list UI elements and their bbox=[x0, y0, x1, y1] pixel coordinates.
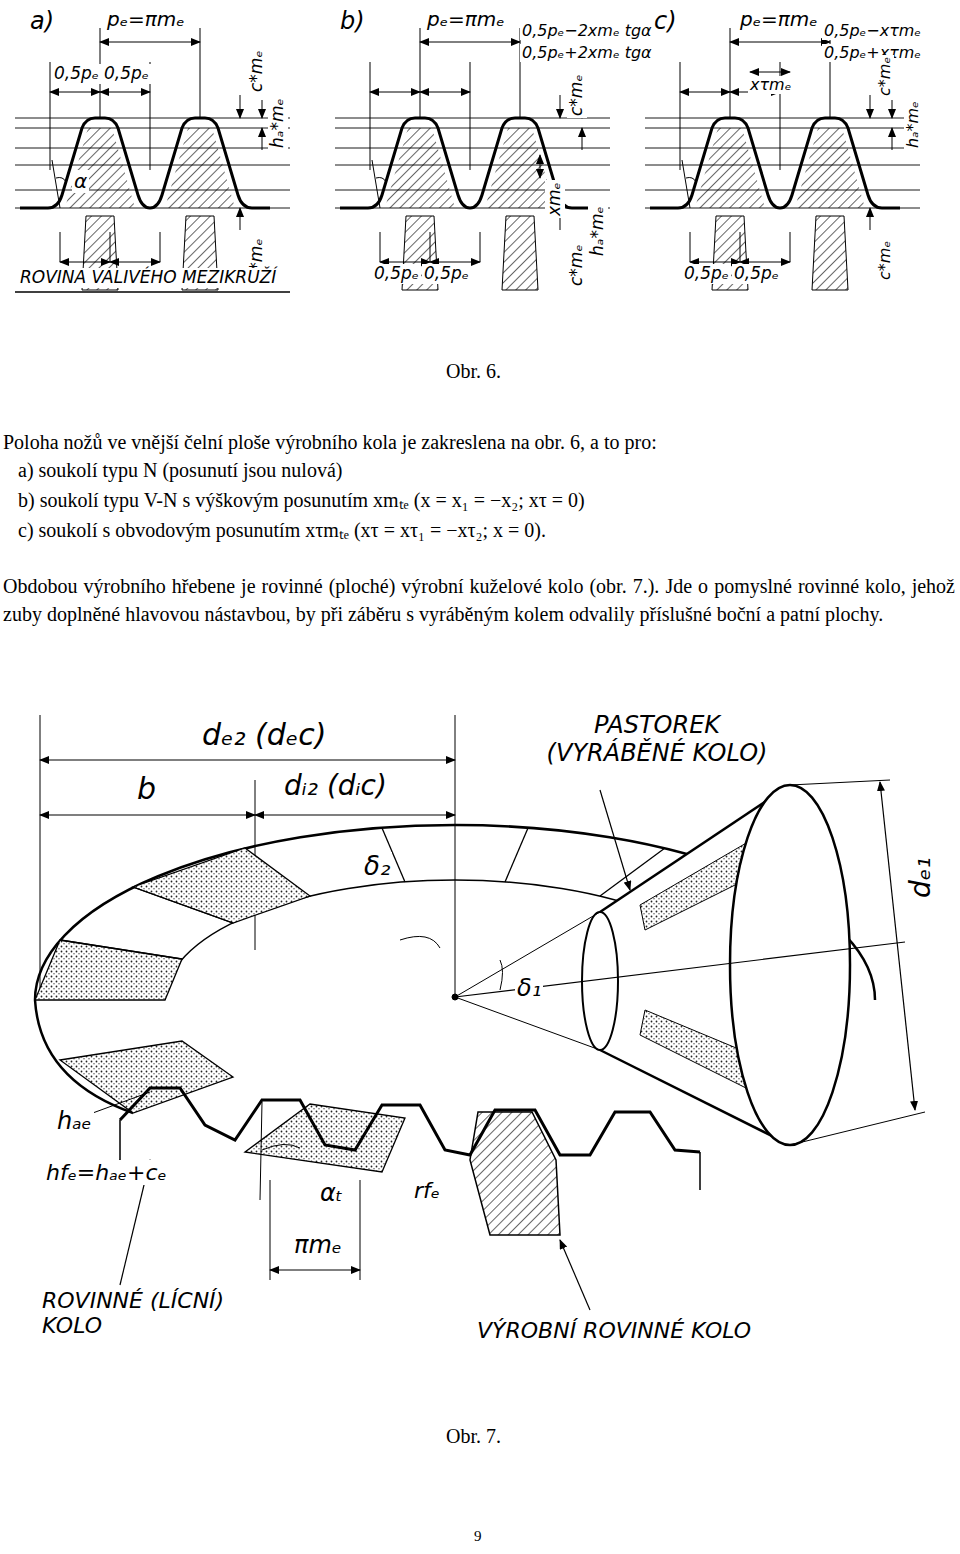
body-text: Poloha nožů ve vnější čelní ploše výrobn… bbox=[3, 428, 953, 456]
dimension: 0,5pₑ+xτmₑ bbox=[822, 44, 923, 62]
angle-label: α bbox=[72, 170, 89, 193]
angle-label: δ₁ bbox=[515, 975, 543, 1003]
plane-label: ROVINA VALIVÉHO MEZIKRUŽÍ bbox=[18, 268, 278, 288]
dimension: 0,5pₑ−2xmₑ tgα bbox=[520, 22, 654, 40]
dimension: b bbox=[135, 772, 158, 807]
dimension: pₑ=πmₑ bbox=[425, 8, 507, 31]
dimension: 0,5pₑ+2xmₑ tgα bbox=[520, 44, 654, 62]
list-item: c) soukolí s obvodovým posunutím xτmₜₑ (… bbox=[18, 516, 948, 544]
page-number: 9 bbox=[474, 1528, 482, 1545]
dimension: 0,5pₑ bbox=[682, 264, 731, 284]
list-item: a) soukolí typu N (posunutí jsou nulová) bbox=[18, 456, 948, 484]
dimension: pₑ=πmₑ bbox=[738, 8, 820, 31]
dimension: πmₑ bbox=[292, 1232, 344, 1260]
dimension: rfₑ bbox=[412, 1178, 442, 1203]
dimension: 0,5pₑ−xτmₑ bbox=[822, 22, 923, 40]
dimension: pₑ=πmₑ bbox=[105, 8, 187, 31]
figure-caption: Obr. 6. bbox=[446, 360, 501, 383]
list-item: b) soukolí typu V-N s výškovým posunutím… bbox=[18, 486, 948, 514]
dimension: 0,5pₑ bbox=[422, 264, 471, 284]
dimension: c*mₑ bbox=[876, 239, 894, 282]
dimension: 0,5pₑ bbox=[52, 64, 101, 84]
figure-caption: Obr. 7. bbox=[446, 1425, 501, 1448]
dimension: dₑ₁ bbox=[905, 855, 937, 900]
dimension: c*mₑ bbox=[567, 243, 587, 289]
dimension: dᵢ₂ (dᵢc) bbox=[282, 770, 389, 802]
dimension: hₐ*mₑ bbox=[904, 99, 922, 150]
dimension: 0,5pₑ bbox=[732, 264, 781, 284]
panel-letter: b) bbox=[338, 8, 367, 36]
dimension: 0,5pₑ bbox=[372, 264, 421, 284]
dimension: c*mₑ bbox=[247, 49, 267, 95]
part-name: VÝROBNÍ ROVINNÉ KOLO bbox=[475, 1318, 753, 1343]
angle-label: αₜ bbox=[318, 1180, 345, 1208]
panel-letter: c) bbox=[652, 8, 679, 36]
dimension: c*mₑ bbox=[567, 73, 587, 119]
dimension: hₐ*mₑ bbox=[588, 204, 608, 258]
dimension: c*mₑ bbox=[876, 55, 894, 98]
dimension: hₐ*mₑ bbox=[268, 96, 288, 150]
dimension: xτmₑ bbox=[748, 76, 793, 94]
dimension: 0,5pₑ bbox=[102, 64, 151, 84]
angle-label: δ₂ bbox=[362, 852, 392, 882]
dimension: dₑ₂ (dₑc) bbox=[200, 718, 329, 753]
part-name: ROVINNÉ (LÍCNÍ) KOLO bbox=[40, 1288, 234, 1339]
dimension: hₐₑ bbox=[55, 1108, 94, 1136]
part-name: PASTOREK (VYRÁBĚNÉ KOLO) bbox=[520, 712, 794, 767]
body-text: Obdobou výrobního hřebene je rovinné (pl… bbox=[3, 572, 955, 628]
panel-letter: a) bbox=[28, 8, 56, 36]
dimension: hfₑ=hₐₑ+cₑ bbox=[44, 1160, 169, 1185]
dimension: xmₑ bbox=[545, 180, 565, 218]
